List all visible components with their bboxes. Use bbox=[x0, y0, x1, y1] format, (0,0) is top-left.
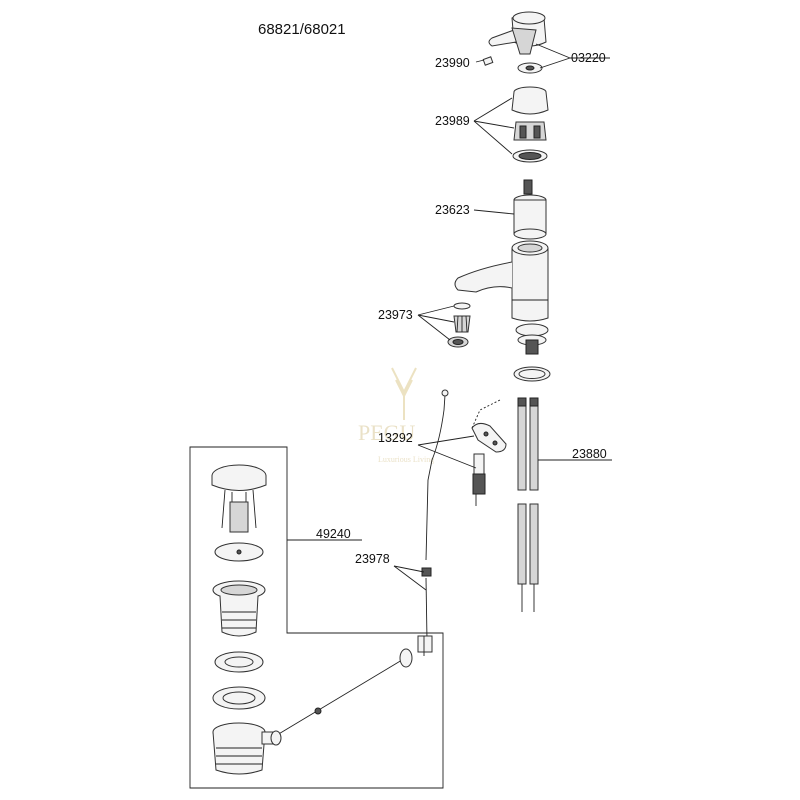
watermark-logo: PEGU Luxurious Living bbox=[358, 367, 434, 464]
set-screw bbox=[482, 56, 494, 66]
part-label-23623: 23623 bbox=[435, 203, 470, 217]
cartridge-nut bbox=[513, 121, 547, 141]
fixing-stud bbox=[472, 453, 486, 506]
threaded-ring bbox=[512, 149, 548, 163]
ceramic-cartridge bbox=[513, 179, 547, 240]
mounting-flange bbox=[515, 323, 549, 355]
waste-flange bbox=[212, 580, 266, 637]
watermark-brand: PEGU bbox=[358, 420, 416, 445]
fixing-bracket bbox=[471, 399, 507, 453]
popup-lift-rod bbox=[421, 389, 449, 641]
part-label-23880: 23880 bbox=[572, 447, 607, 461]
flexible-hoses bbox=[517, 397, 539, 612]
watermark-tagline: Luxurious Living bbox=[378, 455, 434, 464]
part-label-23989: 23989 bbox=[435, 114, 470, 128]
part-label-23990: 23990 bbox=[435, 56, 470, 70]
model-number-title: 68821/68021 bbox=[258, 21, 346, 38]
handle-lever bbox=[488, 11, 547, 55]
aerator-set bbox=[447, 302, 471, 348]
waste-gasket-lower bbox=[212, 686, 266, 710]
waste-kit-boundary bbox=[189, 446, 444, 789]
leader-lines bbox=[287, 43, 612, 591]
plug-seal-disc bbox=[214, 542, 264, 562]
handle-washer bbox=[517, 62, 543, 74]
faucet-body bbox=[454, 240, 549, 322]
pivot-rod bbox=[270, 648, 413, 746]
waste-gasket-upper bbox=[214, 651, 264, 673]
o-ring-gasket bbox=[513, 366, 551, 382]
cover-cap bbox=[511, 86, 549, 115]
part-label-03220: 03220 bbox=[571, 51, 606, 65]
clevis-strap bbox=[417, 635, 433, 656]
part-label-49240: 49240 bbox=[316, 527, 351, 541]
waste-body bbox=[212, 722, 277, 775]
part-label-13292: 13292 bbox=[378, 431, 413, 445]
part-label-23978: 23978 bbox=[355, 552, 390, 566]
popup-plug-cap bbox=[211, 464, 267, 533]
part-label-23973: 23973 bbox=[378, 308, 413, 322]
